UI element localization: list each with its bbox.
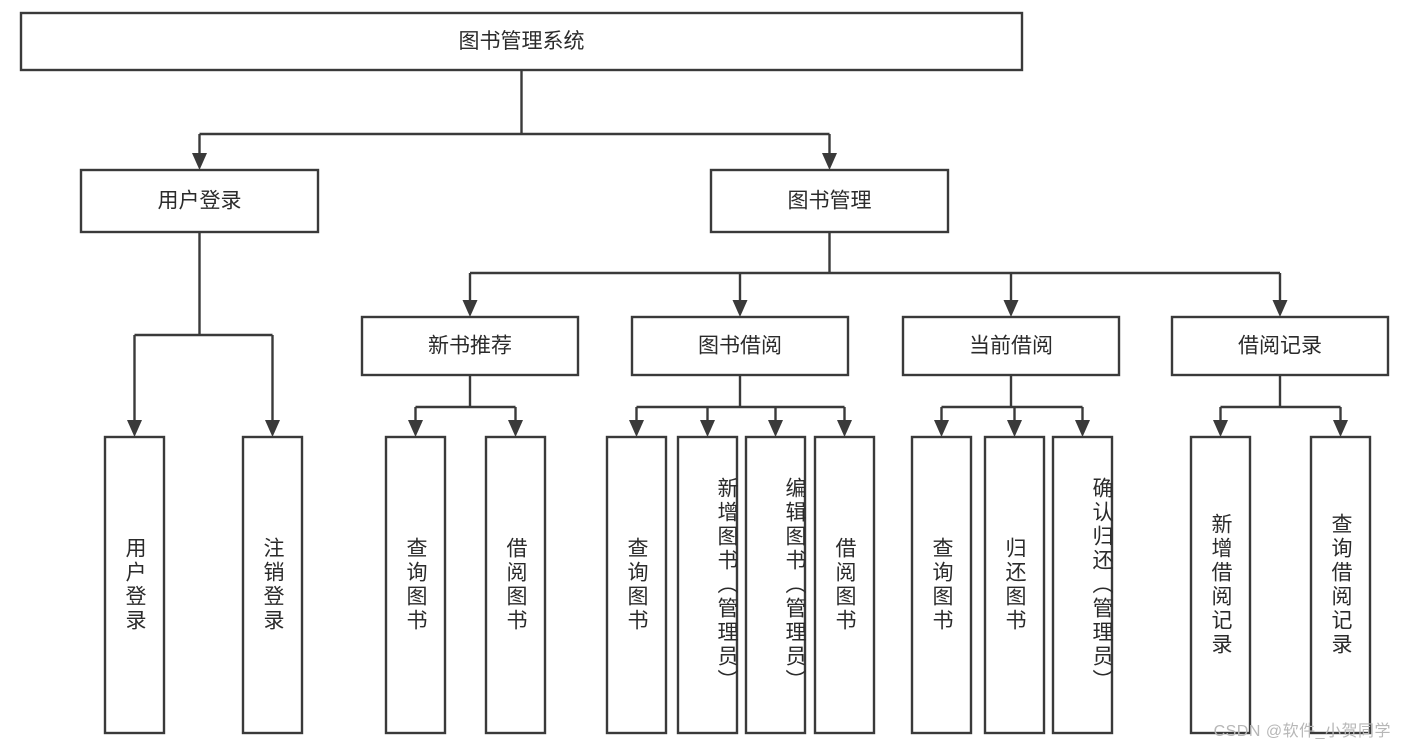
edge-root-branch-0-arrowhead — [192, 153, 207, 170]
node-leaf-query-book-1-rect — [384, 435, 447, 735]
node-current-borrow-rect — [901, 315, 1121, 377]
node-leaf-edit-book-rect — [744, 435, 807, 735]
node-leaf-borrow-book-2-rect — [813, 435, 876, 735]
edges-layer — [127, 70, 1348, 437]
node-leaf-add-record[interactable] — [1189, 435, 1252, 735]
edge-book-borrow-branch-3-arrowhead — [837, 420, 852, 437]
node-leaf-return-book-rect — [983, 435, 1046, 735]
node-new-book-rec-label: 新书推荐 — [428, 335, 512, 358]
node-borrow-record-rect — [1170, 315, 1390, 377]
node-leaf-user-login[interactable] — [103, 435, 166, 735]
node-leaf-borrow-book-1[interactable] — [484, 435, 547, 735]
node-leaf-query-record[interactable] — [1309, 435, 1372, 735]
node-book-manage-rect — [709, 168, 950, 234]
node-new-book-rec[interactable]: 新书推荐 — [360, 315, 580, 377]
edge-book-manage-branch-3-arrowhead — [1272, 300, 1288, 317]
node-leaf-add-book[interactable] — [676, 435, 739, 735]
edge-current-borrow-branch-2-arrowhead — [1075, 420, 1090, 437]
edge-book-borrow-branch-1-arrowhead — [700, 420, 715, 437]
node-leaf-user-logout[interactable] — [241, 435, 304, 735]
edge-new-book-rec-branch-1-arrowhead — [508, 420, 523, 437]
edge-book-borrow-branch-2-arrowhead — [768, 420, 783, 437]
node-new-book-rec-rect — [360, 315, 580, 377]
node-leaf-query-book-2-rect — [605, 435, 668, 735]
node-leaf-borrow-book-1-rect — [484, 435, 547, 735]
node-leaf-confirm-return-rect — [1051, 435, 1114, 735]
node-book-manage[interactable]: 图书管理 — [709, 168, 950, 234]
node-user-login[interactable]: 用户登录 — [79, 168, 320, 234]
edge-current-borrow-branch-0-arrowhead — [934, 420, 949, 437]
edge-user-login-branch-1-arrowhead — [265, 420, 280, 437]
edge-borrow-record-branch-1-arrowhead — [1333, 420, 1348, 437]
node-root[interactable]: 图书管理系统 — [19, 11, 1024, 72]
edge-book-manage-branch-2-arrowhead — [1003, 300, 1019, 317]
edge-book-borrow-branch-0-arrowhead — [629, 420, 644, 437]
node-leaf-query-book-3-rect — [910, 435, 973, 735]
edge-book-manage-branch-1-arrowhead — [732, 300, 748, 317]
node-leaf-add-book-rect — [676, 435, 739, 735]
node-user-login-label: 用户登录 — [158, 190, 242, 213]
node-leaf-confirm-return[interactable] — [1051, 435, 1114, 735]
edge-new-book-rec-branch-0-arrowhead — [408, 420, 423, 437]
node-current-borrow-label: 当前借阅 — [969, 335, 1053, 358]
node-leaf-add-record-rect — [1189, 435, 1252, 735]
node-book-borrow-rect — [630, 315, 850, 377]
node-root-rect — [19, 11, 1024, 72]
edge-user-login-branch-0-arrowhead — [127, 420, 142, 437]
edge-current-borrow-branch-1-arrowhead — [1007, 420, 1022, 437]
node-leaf-edit-book[interactable] — [744, 435, 807, 735]
node-leaf-query-record-rect — [1309, 435, 1372, 735]
node-leaf-query-book-3[interactable] — [910, 435, 973, 735]
node-leaf-query-book-2[interactable] — [605, 435, 668, 735]
node-book-manage-label: 图书管理 — [788, 190, 872, 213]
node-leaf-borrow-book-2[interactable] — [813, 435, 876, 735]
node-leaf-user-logout-rect — [241, 435, 304, 735]
node-leaf-user-login-rect — [103, 435, 166, 735]
node-user-login-rect — [79, 168, 320, 234]
node-book-borrow-label: 图书借阅 — [698, 335, 782, 358]
node-leaf-query-book-1[interactable] — [384, 435, 447, 735]
edge-root-branch-1-arrowhead — [822, 153, 837, 170]
edge-borrow-record-branch-0-arrowhead — [1213, 420, 1228, 437]
node-borrow-record-label: 借阅记录 — [1238, 335, 1322, 358]
node-root-label: 图书管理系统 — [459, 30, 585, 53]
node-leaf-return-book[interactable] — [983, 435, 1046, 735]
watermark-text: CSDN @软件_小贺同学 — [1213, 723, 1391, 740]
node-current-borrow[interactable]: 当前借阅 — [901, 315, 1121, 377]
node-book-borrow[interactable]: 图书借阅 — [630, 315, 850, 377]
edge-book-manage-branch-0-arrowhead — [462, 300, 478, 317]
node-borrow-record[interactable]: 借阅记录 — [1170, 315, 1390, 377]
